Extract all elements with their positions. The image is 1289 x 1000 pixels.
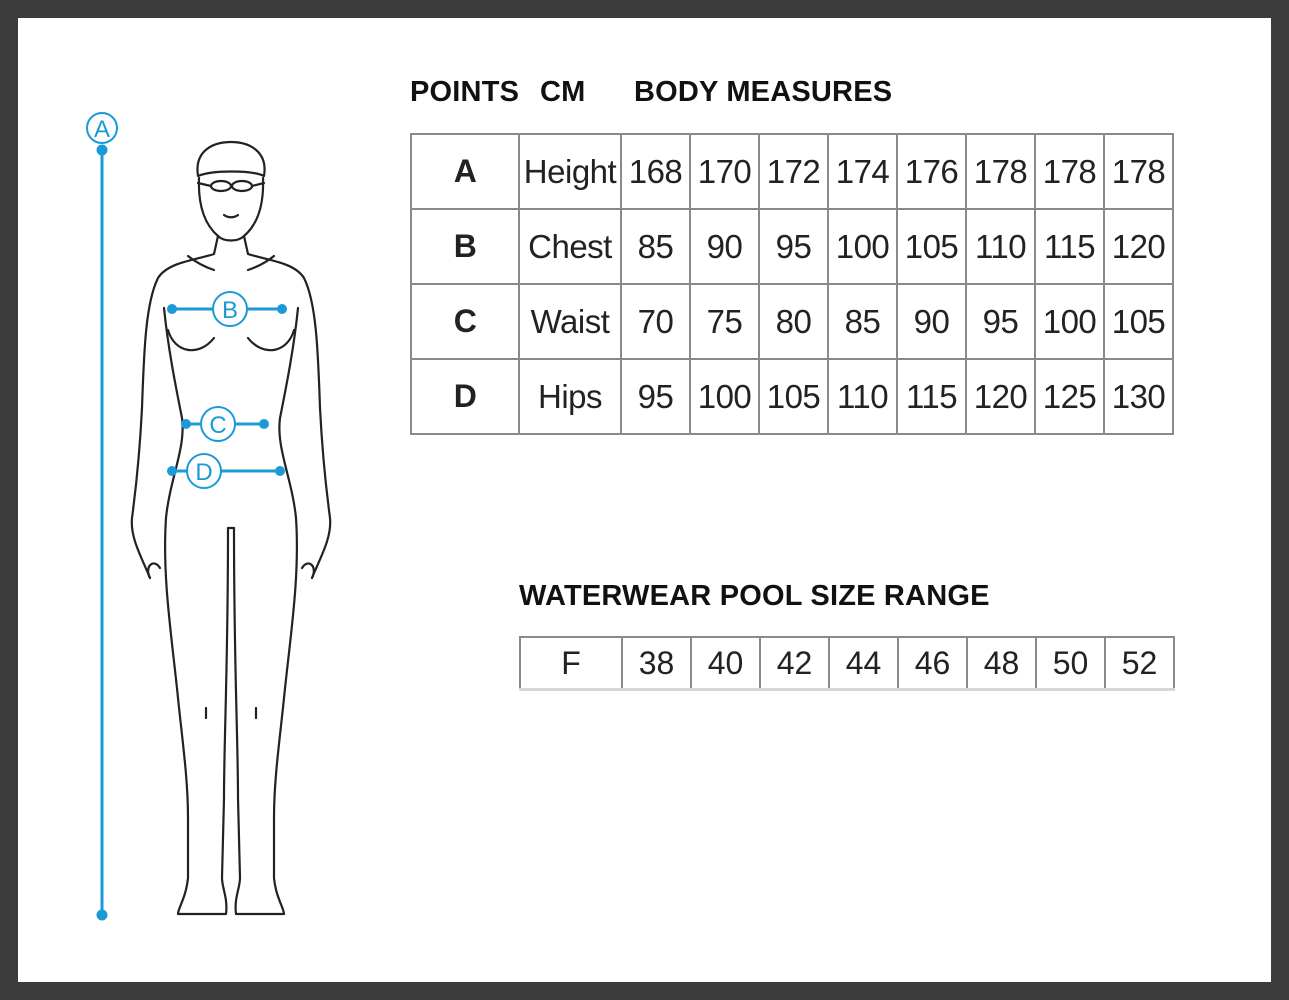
measure-value-cell: 85 (620, 208, 691, 285)
body-figure-illustration: A (86, 112, 332, 921)
measure-value-cell: 115 (1034, 208, 1105, 285)
measure-value-cell: 95 (758, 208, 829, 285)
swimmer-outline (130, 140, 332, 916)
measure-value-cell: 120 (965, 358, 1036, 435)
measure-value-cell: 174 (827, 133, 898, 210)
measure-value-cell: 100 (1034, 283, 1105, 360)
measure-value-cell: 95 (620, 358, 691, 435)
measure-value-cell: 70 (620, 283, 691, 360)
measure-value-cell: 115 (896, 358, 967, 435)
size-value-cell: 42 (759, 636, 830, 691)
measure-value-cell: 105 (896, 208, 967, 285)
heading-cm: CM (540, 76, 586, 108)
measure-value-cell: 178 (965, 133, 1036, 210)
measure-value-cell: 95 (965, 283, 1036, 360)
measure-value-cell: 105 (1103, 283, 1174, 360)
size-value-cell: 48 (966, 636, 1037, 691)
size-value-cell: 38 (621, 636, 692, 691)
measure-value-cell: 80 (758, 283, 829, 360)
heading-body-measures: BODY MEASURES (634, 76, 893, 108)
marker-d-hips-line (167, 453, 285, 489)
measure-value-cell: 100 (689, 358, 760, 435)
measure-value-cell: 178 (1034, 133, 1105, 210)
measure-label-cell: Chest (518, 208, 622, 285)
point-cell: A (410, 133, 520, 210)
measure-value-cell: 90 (896, 283, 967, 360)
point-cell: D (410, 358, 520, 435)
marker-c-label: C (209, 412, 226, 439)
measure-value-cell: 125 (1034, 358, 1105, 435)
marker-b-chest-line (167, 291, 287, 327)
size-value-cell: 46 (897, 636, 968, 691)
point-cell: C (410, 283, 520, 360)
marker-c-waist-line (181, 406, 269, 442)
size-value-cell: 40 (690, 636, 761, 691)
marker-a-label: A (94, 116, 110, 143)
measure-value-cell: 130 (1103, 358, 1174, 435)
measure-value-cell: 100 (827, 208, 898, 285)
size-value-cell: 52 (1104, 636, 1175, 691)
measure-value-cell: 110 (965, 208, 1036, 285)
size-label-cell: F (519, 636, 623, 691)
point-cell: B (410, 208, 520, 285)
measure-value-cell: 168 (620, 133, 691, 210)
marker-a-height-line (86, 112, 118, 921)
heading-size-range: WATERWEAR POOL SIZE RANGE (519, 580, 990, 612)
heading-points: POINTS (410, 76, 520, 108)
measure-value-cell: 172 (758, 133, 829, 210)
measure-value-cell: 85 (827, 283, 898, 360)
measure-label-cell: Hips (518, 358, 622, 435)
measure-value-cell: 170 (689, 133, 760, 210)
marker-b-label: B (222, 297, 238, 324)
size-chart-panel: A (18, 18, 1271, 982)
measure-value-cell: 178 (1103, 133, 1174, 210)
measure-value-cell: 90 (689, 208, 760, 285)
measure-label-cell: Height (518, 133, 622, 210)
measure-value-cell: 75 (689, 283, 760, 360)
size-value-cell: 50 (1035, 636, 1106, 691)
measure-label-cell: Waist (518, 283, 622, 360)
measure-value-cell: 110 (827, 358, 898, 435)
measure-value-cell: 105 (758, 358, 829, 435)
size-value-cell: 44 (828, 636, 899, 691)
measure-value-cell: 120 (1103, 208, 1174, 285)
marker-d-label: D (195, 459, 212, 486)
measure-value-cell: 176 (896, 133, 967, 210)
